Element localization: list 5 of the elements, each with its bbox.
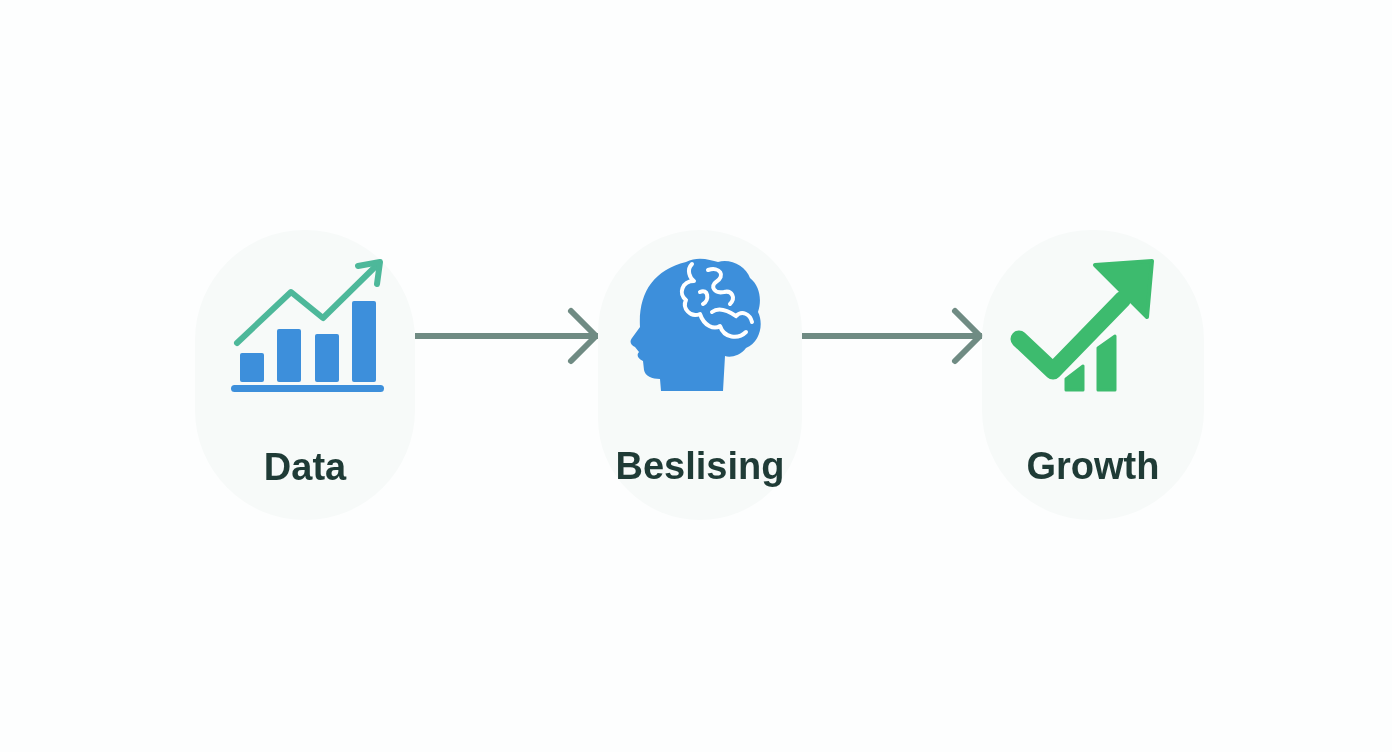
arrow bbox=[802, 308, 983, 364]
step-label: Data bbox=[263, 445, 347, 490]
step-label: Beslising bbox=[615, 444, 785, 489]
arrow bbox=[415, 308, 599, 364]
step-label: Growth bbox=[1026, 444, 1160, 489]
